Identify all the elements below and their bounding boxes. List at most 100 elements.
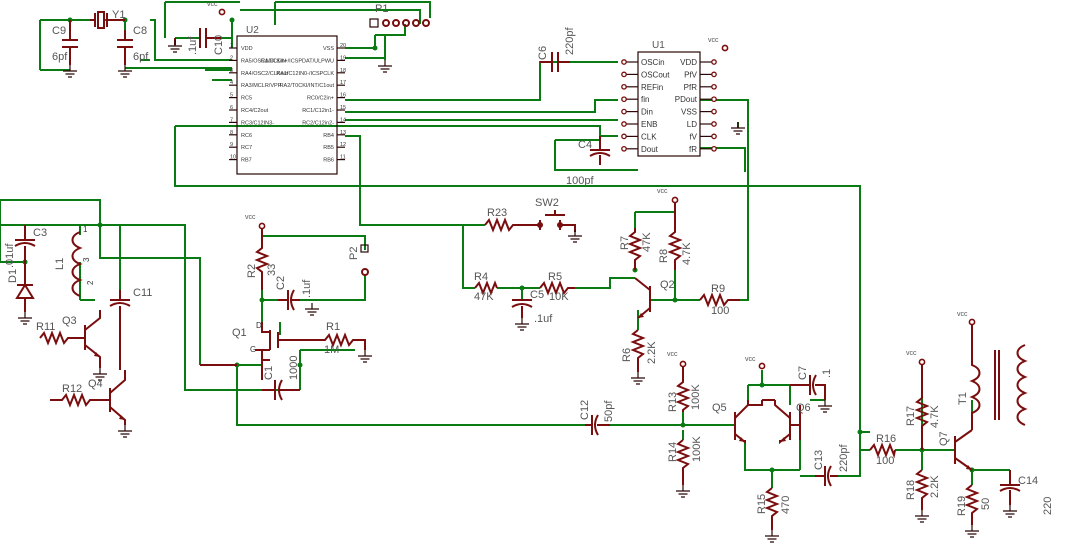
c8-value: 6pf [133,51,149,63]
r11-ref: R11 [36,321,55,333]
c3-value: .01uf [4,243,16,268]
d1-diode: D1 [7,262,35,325]
c11-ref: C11 [133,287,152,299]
u1-pin-name: Din [641,108,653,117]
c5-capacitor: C5 .1uf [511,289,553,331]
r13-value: 100K [690,384,702,410]
c3-ref: C3 [33,227,47,239]
u2-pin-name: RC2/C12in2- [302,120,334,126]
r4-value: 47K [474,291,494,303]
y1-crystal: Y1 [90,9,125,29]
r17-resistor: vcc R17 4.7K [905,350,941,450]
r19-value: 50 [980,498,992,510]
u1-pll: U1 OSCinOSCoutREFinfinDinENBCLKDoutVDDPf… [621,37,746,157]
r18-value: 2.2K [929,475,941,498]
u2-pin-number: 11 [340,155,346,161]
c7-value: .1 [821,369,833,378]
u2-ref: U2 [246,25,259,36]
u2-pin-number: 10 [230,155,236,161]
u2-pin-number: 12 [340,142,346,148]
u2-pin-name: RC6 [241,133,252,139]
c7-capacitor: vcc C7 .1 [745,356,833,413]
u2-pin-name: RB5 [323,145,334,151]
u2-pin-name: RA4/OSC2/CLKout [241,71,289,77]
u2-pin-name: RC0/C2in+ [307,96,334,102]
c6-ref: C6 [537,46,549,60]
r2-value: 33 [266,264,278,276]
r18-ref: R18 [905,480,917,500]
r8-vcc-label: vcc [657,188,668,195]
sw2-switch: SW2 [535,197,583,243]
q2-ref: Q2 [660,279,675,291]
q3-transistor: Q3 [62,310,108,381]
u1-pin-name: LD [687,120,697,129]
r14-value: 100K [691,436,703,462]
c8-ref: C8 [133,25,147,37]
c10-value: .1uf [187,36,199,55]
l1-pin1: 1 [83,225,88,234]
r15-ref: R15 [756,494,768,514]
u2-pin-name: RC5 [241,96,252,102]
u1-pin-name: fR [689,145,697,154]
q5-ref: Q5 [712,402,727,414]
u1-pin-name: CLK [641,132,657,141]
c6-value: 220pf [564,27,576,55]
u2-pin-number: 6 [230,105,233,111]
c1-capacitor: C1 1000 [262,356,300,401]
u2-pin-name: RA5/OSC1/CLKIN [241,58,286,64]
u1-pin-name: fin [641,95,649,104]
u1-pin-name: Dout [641,145,659,154]
c2-value: .1uf [301,279,313,298]
u2-pin-number: 17 [340,80,346,86]
c10-vcc-label: vcc [207,1,218,8]
wires [0,1,1010,488]
r1-resistor: R1 1M [300,321,373,363]
u2-pin-name: RA2/T0CKI/INT/C1out [280,83,335,89]
r2-resistor: vcc R2 33 [245,214,278,290]
u2-pin-number: 15 [340,105,346,111]
u2-pin-number: 14 [340,117,346,123]
u1-pin-name: OSCin [641,58,665,67]
u2-pin-name: RC7 [241,145,252,151]
u1-pin-name: PDout [675,95,698,104]
r19-resistor: R19 50 [956,484,992,538]
r23-resistor: R23 [484,207,535,233]
u2-pin-name: RA0/C1in+/ICSPDAT/ULPWU [261,58,334,64]
l1-pin2: 2 [86,280,95,285]
u2-pin-name: RB4 [323,133,334,139]
c2-capacitor: C2 .1uf [275,276,320,316]
u1-pin-name: VDD [680,58,697,67]
c9-capacitor: C9 6pf [52,20,78,78]
t1-ref: T1 [957,392,969,405]
q1-ref: Q1 [232,327,247,339]
r12-resistor: R12 [50,383,110,408]
c5-value: .1uf [534,313,553,325]
q5-transistor: Q5 [712,400,749,445]
q6-transistor: Q6 [748,399,811,445]
u2-pin-name: VSS [323,46,334,52]
c9-ref: C9 [52,25,66,37]
c13-capacitor: C13 220pf [813,444,850,487]
r8-ref: R8 [658,249,670,263]
c3-capacitor: C3 .01uf [4,225,47,268]
u2-pin-number: 18 [340,68,346,74]
r11-resistor: R11 [36,321,85,346]
u2-pin-number: 19 [340,55,346,61]
q1-drain-label: D [256,321,262,330]
r5-ref: R5 [548,271,562,283]
r4-ref: R4 [474,271,488,283]
r18-resistor: R18 2.2K [905,469,941,523]
u2-pin-name: RC4/C2out [241,108,269,114]
l1-pin3: 3 [82,257,91,262]
r6-resistor: R6 2.2K [621,329,658,385]
u1-ref: U1 [652,40,665,51]
r8-resistor: vcc R8 4.7K [657,188,693,270]
p2-connector: P2 [348,244,369,276]
r1-value: 1M [324,344,339,356]
r14-ref: R14 [667,442,679,462]
u2-pin-number: 2 [230,55,233,61]
u1-pin-name: REFin [641,83,663,92]
q2-transistor: Q2 [634,277,675,319]
